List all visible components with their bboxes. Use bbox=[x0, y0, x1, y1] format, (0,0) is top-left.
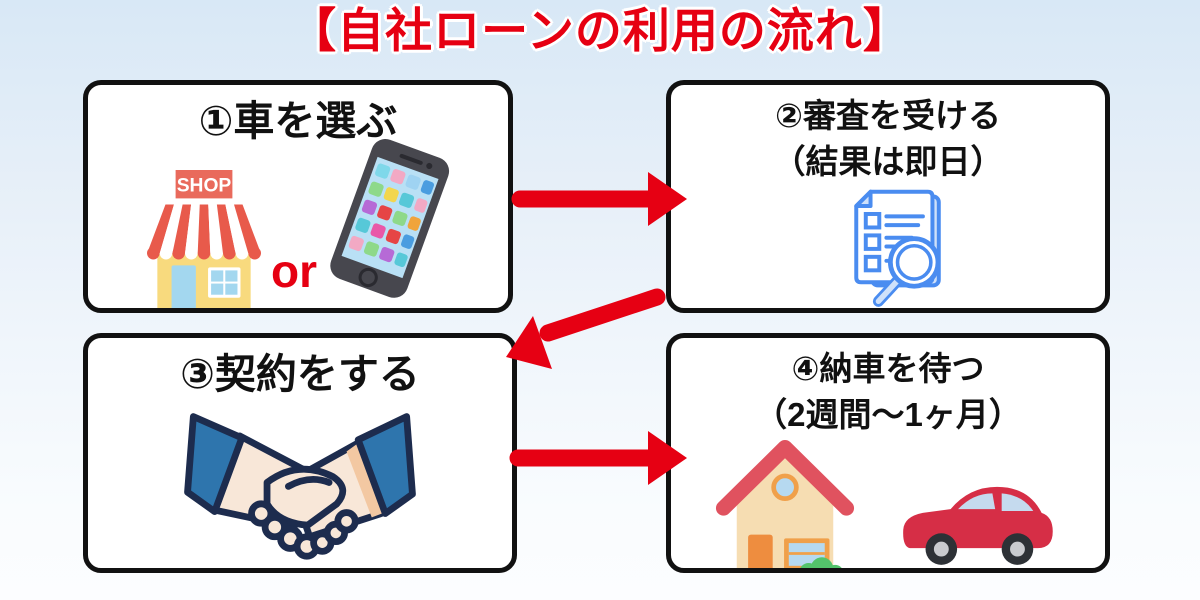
step-4-card: ④納車を待つ （2週間～1ヶ月） bbox=[666, 333, 1110, 573]
shop-icon: SHOP bbox=[147, 170, 261, 308]
step-4-icons bbox=[714, 440, 1062, 568]
arrow-step2-to-step3 bbox=[506, 288, 666, 369]
step-3-card: ③契約をする bbox=[83, 333, 517, 573]
step-4-subheading: （2週間～1ヶ月） bbox=[754, 396, 1022, 434]
step-1-heading: ①車を選ぶ bbox=[198, 98, 398, 144]
car-icon bbox=[903, 487, 1053, 566]
step-3-heading: ③契約をする bbox=[180, 351, 420, 397]
step-1-card: ①車を選ぶ SHOP or bbox=[83, 80, 513, 313]
shop-sign bbox=[175, 170, 233, 199]
handshake-icon bbox=[184, 413, 416, 560]
page-title: 【自社ローンの利用の流れ】 bbox=[289, 4, 911, 57]
step-2-heading: ②審査を受ける bbox=[775, 97, 1001, 134]
arrow-step1-to-step2 bbox=[511, 172, 687, 226]
step-2-card: ②審査を受ける （結果は即日） bbox=[666, 80, 1110, 313]
house-icon bbox=[715, 440, 855, 568]
smartphone-icon bbox=[321, 132, 477, 308]
step-2-subheading: （結果は即日） bbox=[772, 143, 1004, 181]
step-4-heading: ④納車を待つ bbox=[791, 350, 985, 387]
or-text: or bbox=[271, 245, 317, 298]
svg-text:SHOP: SHOP bbox=[177, 175, 232, 196]
step-1-icons: SHOP or bbox=[143, 139, 453, 308]
arrow-step3-to-step4 bbox=[509, 431, 687, 485]
document-magnifier-icon bbox=[854, 190, 941, 308]
